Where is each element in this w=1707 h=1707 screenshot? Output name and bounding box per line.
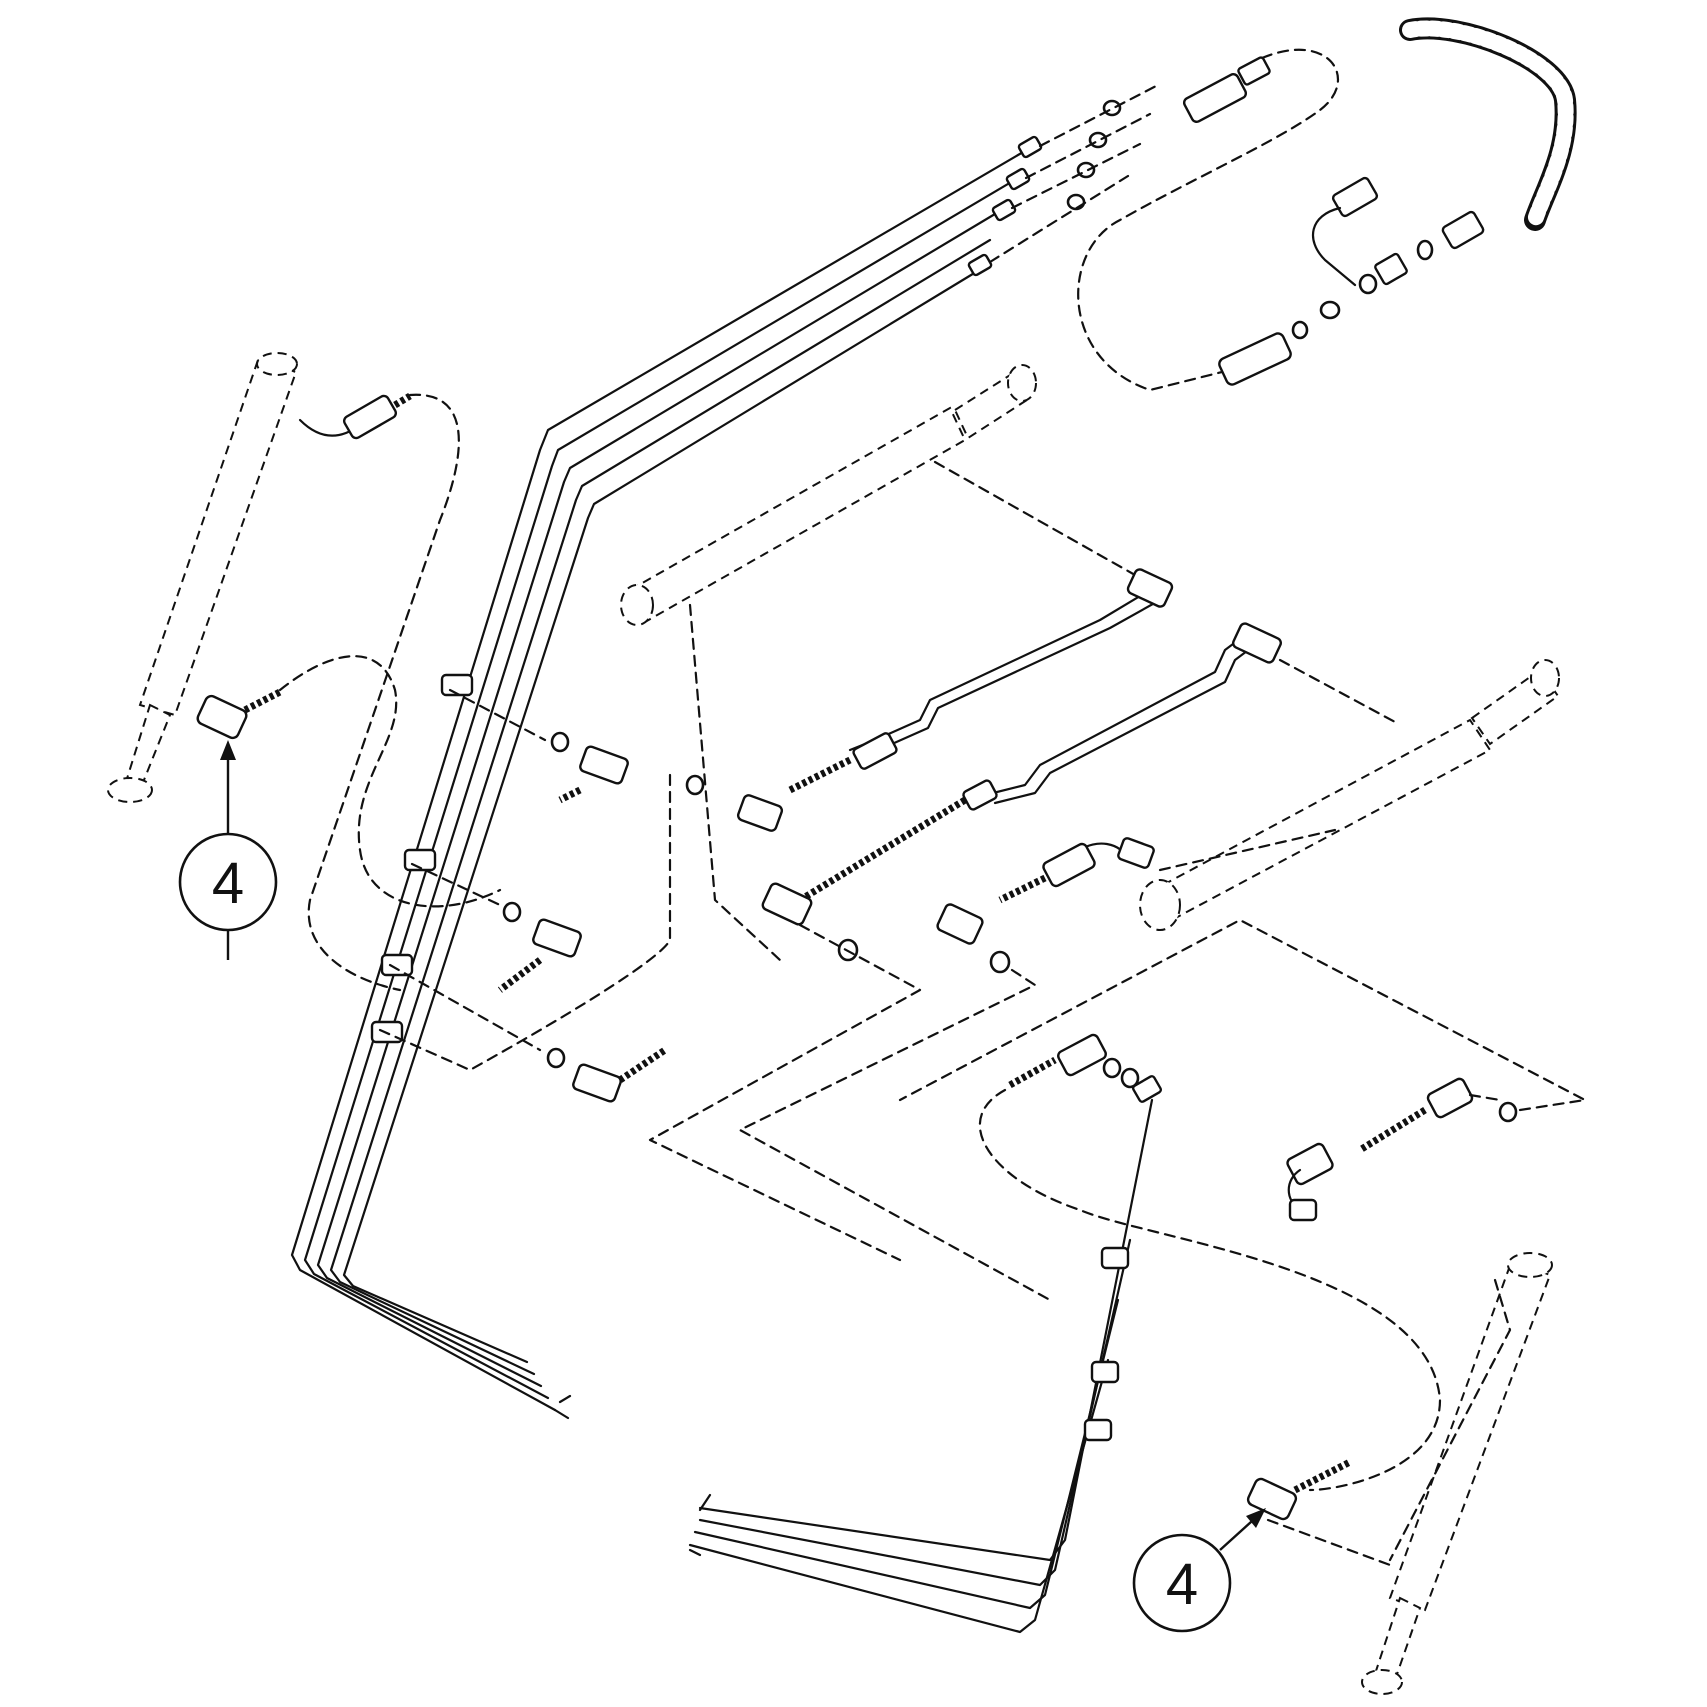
lower-elbow-assembly — [1008, 1033, 1140, 1089]
upper-bundle-end-fittings — [967, 135, 1043, 277]
bundle-elbow-assemblies — [497, 731, 667, 1103]
lower-right-hose-assembly — [1286, 1077, 1518, 1222]
braided-hose — [1399, 17, 1577, 231]
lower-bundle-fittings — [1083, 1075, 1162, 1442]
callout-4-left: 4 — [178, 740, 278, 960]
lower-pipe-bundle — [688, 1098, 1154, 1634]
middle-right-hose — [936, 837, 1155, 974]
middle-cylinder-right — [1139, 659, 1560, 931]
left-elbow-hose-assembly — [196, 392, 412, 740]
gauge-fittings-cluster — [1218, 176, 1485, 386]
callout-label: 4 — [212, 851, 244, 916]
right-elbow-fitting — [1246, 1458, 1352, 1521]
callout-4-right: 4 — [1132, 1508, 1266, 1633]
middle-tube-assembly-2 — [761, 622, 1282, 962]
middle-tube-assembly-1 — [685, 568, 1174, 832]
callout-label: 4 — [1166, 1552, 1198, 1617]
left-cylinder — [107, 352, 298, 803]
right-cylinder — [1361, 1252, 1553, 1695]
top-right-adapter — [1182, 56, 1271, 124]
middle-cylinder-upper — [620, 364, 1037, 626]
